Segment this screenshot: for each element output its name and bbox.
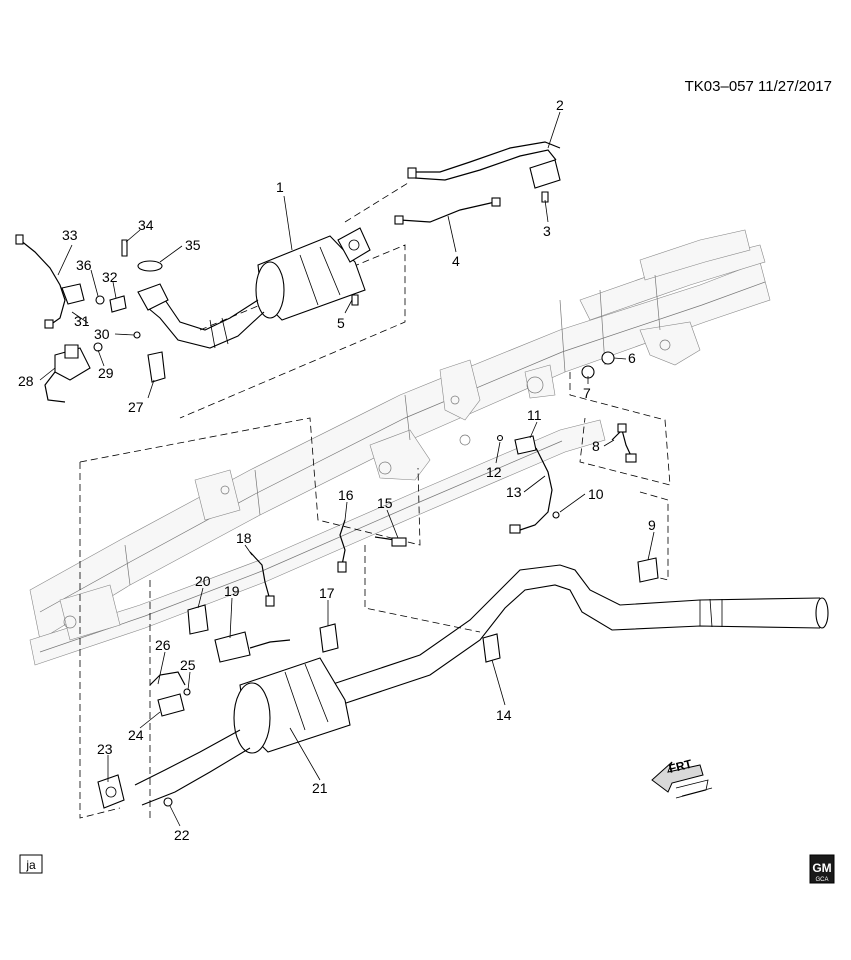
- callout-15: 15: [377, 495, 393, 511]
- callout-numbers: 1 2 3 4 5 6 7 8 9 10 11 12 13 14 15 16 1…: [18, 97, 656, 843]
- callout-22: 22: [174, 827, 190, 843]
- part-19-sensor-module: [214, 631, 291, 663]
- part-5-stud: [351, 294, 359, 306]
- part-4-sensor: [394, 197, 501, 225]
- callout-7: 7: [583, 385, 591, 401]
- diagram-code-date: TK03–057 11/27/2017: [685, 78, 832, 95]
- part-6-insulator: [601, 351, 615, 365]
- callout-32: 32: [102, 269, 118, 285]
- callout-24: 24: [128, 727, 144, 743]
- callout-21: 21: [312, 780, 328, 796]
- callout-19: 19: [224, 583, 240, 599]
- front-direction-arrow: FRT: [651, 757, 713, 799]
- part-27-hanger: [147, 351, 166, 383]
- callout-23: 23: [97, 741, 113, 757]
- callout-8: 8: [592, 438, 600, 454]
- leader-dashed-lines: [79, 182, 671, 820]
- part-24-26-bracket: [149, 671, 191, 717]
- callout-35: 35: [185, 237, 201, 253]
- part-28-bracket: [44, 344, 91, 403]
- gm-logo-subtext: GCA: [815, 877, 828, 883]
- part-34-stud: [121, 239, 128, 257]
- part-32-clamp: [109, 295, 127, 313]
- callout-13: 13: [506, 484, 522, 500]
- callout-34: 34: [138, 217, 154, 233]
- callout-33: 33: [62, 227, 78, 243]
- part-9-hanger: [637, 557, 659, 583]
- callout-26: 26: [155, 637, 171, 653]
- part-8-sensor: [611, 423, 637, 463]
- part-17-hanger: [319, 623, 339, 653]
- callout-10: 10: [588, 486, 604, 502]
- leader-lines: [39, 111, 655, 827]
- part-22-nut: [163, 797, 173, 807]
- part-35-gasket: [137, 260, 163, 272]
- part-2-sensor-harness: [407, 141, 561, 203]
- part-11-13-sensor-harness: [496, 434, 560, 534]
- footer-initials-box: ja: [19, 854, 43, 874]
- callout-31: 31: [74, 313, 90, 329]
- callout-9: 9: [648, 517, 656, 533]
- front-catalytic-converter: [137, 227, 371, 349]
- callout-4: 4: [452, 253, 460, 269]
- vehicle-frame: [29, 229, 771, 666]
- callout-14: 14: [496, 707, 512, 723]
- callout-28: 28: [18, 373, 34, 389]
- callout-17: 17: [319, 585, 335, 601]
- callout-2: 2: [556, 97, 564, 113]
- callout-6: 6: [628, 350, 636, 366]
- callout-30: 30: [94, 326, 110, 342]
- rear-converter-and-tailpipe: [97, 564, 829, 809]
- callout-29: 29: [98, 365, 114, 381]
- callout-18: 18: [236, 530, 252, 546]
- footer-initials: ja: [25, 858, 36, 872]
- gm-logo-text: GM: [812, 861, 831, 875]
- gm-logo: GM GCA: [809, 854, 835, 884]
- part-29-nut: [93, 342, 103, 352]
- part-18-sensor: [249, 551, 275, 607]
- part-33-harness: [15, 234, 85, 329]
- callout-5: 5: [337, 315, 345, 331]
- part-30-bolt: [133, 331, 141, 339]
- frt-label: FRT: [667, 757, 694, 776]
- part-15-sensor: [374, 536, 407, 547]
- callout-12: 12: [486, 464, 502, 480]
- callout-16: 16: [338, 487, 354, 503]
- callout-3: 3: [543, 223, 551, 239]
- callout-25: 25: [180, 657, 196, 673]
- callout-11: 11: [527, 407, 542, 423]
- callout-36: 36: [76, 257, 92, 273]
- part-36-clip: [95, 295, 105, 305]
- callout-20: 20: [195, 573, 211, 589]
- callout-27: 27: [128, 399, 144, 415]
- part-16-sensor: [337, 519, 347, 573]
- callout-1: 1: [276, 179, 284, 195]
- part-20-hanger: [187, 604, 209, 635]
